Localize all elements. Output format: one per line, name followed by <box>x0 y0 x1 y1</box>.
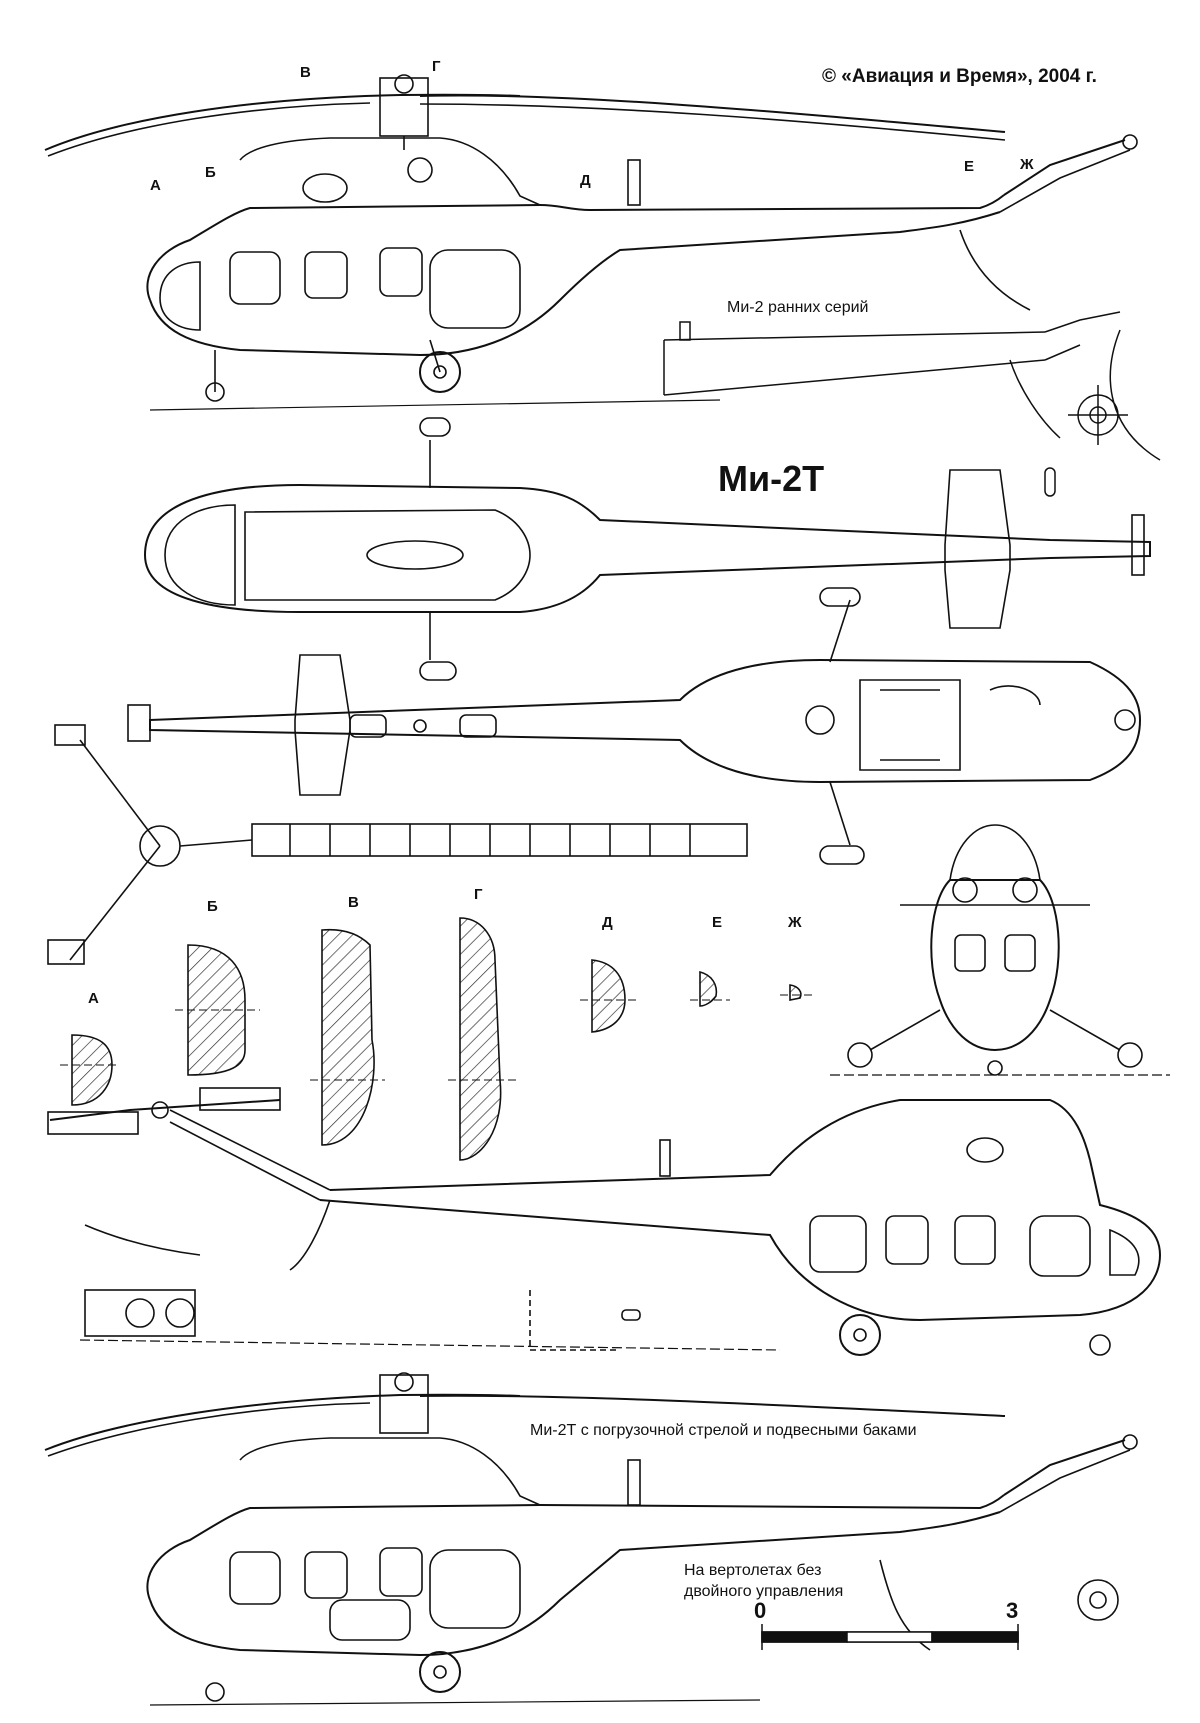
plan-view-bottom <box>127 587 1142 865</box>
caption-cargo-boom: Ми-2Т с погрузочной стрелой и подвесными… <box>530 1422 917 1439</box>
side-section-label-a: А <box>150 177 161 194</box>
scale-bar <box>761 1624 1019 1650</box>
cross-section-label-e: Е <box>712 914 723 931</box>
cross-section-label-v: В <box>348 894 359 911</box>
cross-section-label-d: Д <box>602 914 613 931</box>
scale-label-end: 3 <box>1006 1598 1019 1623</box>
cross-section-label-b: Б <box>207 898 218 915</box>
scale-label-start: 0 <box>754 1598 767 1623</box>
side-section-label-d: Д <box>580 172 591 189</box>
caption-early-series: Ми-2 ранних серий <box>727 299 869 316</box>
caption-no-dual-control: На вертолетах без двойного управления <box>684 1562 844 1600</box>
side-section-label-e: Е <box>964 158 975 175</box>
copyright-notice: © «Авиация и Время», 2004 г. <box>822 66 1097 87</box>
cross-section-label-a: А <box>88 990 99 1007</box>
side-section-label-zh: Ж <box>1020 156 1034 173</box>
side-view-right <box>47 1087 1162 1356</box>
side-section-label-b: Б <box>205 164 216 181</box>
tail-rotor-detail <box>1044 329 1161 497</box>
front-view <box>830 824 1170 1076</box>
cross-section-label-g: Г <box>474 886 483 903</box>
side-section-label-g: Г <box>432 58 441 75</box>
side-view-cargo <box>44 1372 1138 1706</box>
early-series-inset <box>663 311 1121 439</box>
cross-sections <box>60 917 815 1161</box>
side-view-left <box>44 74 1138 411</box>
plan-view-top <box>143 417 1151 681</box>
rotor-head-plan <box>47 724 748 965</box>
cross-section-label-zh: Ж <box>788 914 802 931</box>
side-section-label-v: В <box>300 64 311 81</box>
model-title: Ми-2Т <box>718 458 825 499</box>
